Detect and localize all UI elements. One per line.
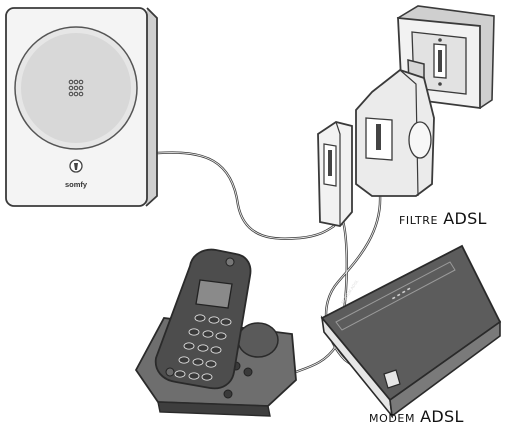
keypad — [174, 314, 232, 381]
dot-grid-icon — [68, 79, 84, 97]
somfy-logo: somfy — [65, 180, 88, 189]
modem-label-big: ADSL — [420, 407, 464, 426]
handset-screen — [195, 279, 233, 309]
base-speaker — [237, 322, 279, 358]
modem-status-lights — [392, 287, 411, 300]
adsl-filter — [317, 59, 435, 227]
adsl-modem: MODEM ADSL — [320, 244, 502, 419]
modem-label: MODEM ADSL — [369, 407, 464, 426]
filter-label: FILTRE ADSL — [399, 209, 487, 228]
filter-label-small: FILTRE — [399, 214, 439, 227]
cordless-phone — [134, 248, 297, 417]
modem-label-small: MODEM — [369, 412, 416, 425]
cable-somfy-to-filter — [156, 151, 336, 240]
somfy-box: somfy — [5, 7, 158, 207]
filter-label-big: ADSL — [443, 209, 487, 228]
status-led-icon — [69, 159, 83, 173]
nav-button — [165, 367, 175, 377]
